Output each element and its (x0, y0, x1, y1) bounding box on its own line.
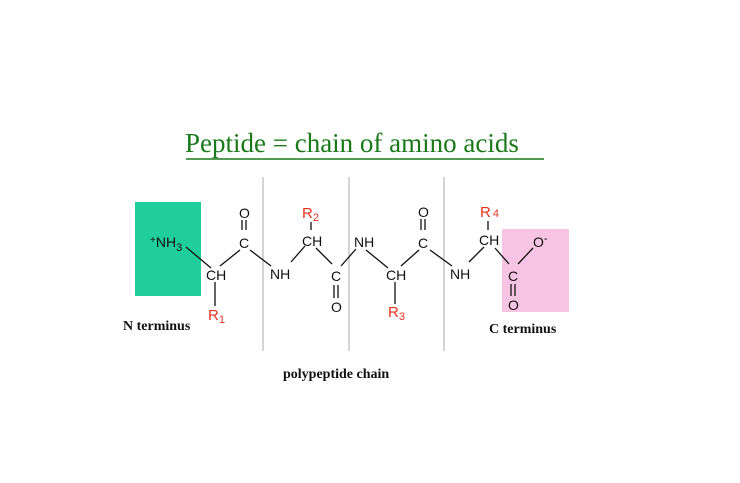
carbonyl-carbon-1: C (239, 235, 249, 251)
c-terminus-label: C terminus (489, 322, 557, 337)
carbonyl-carbon-3: C (418, 235, 428, 251)
svg-text:O-: O- (533, 233, 548, 250)
n-terminal-amine: +NH3 (150, 234, 182, 254)
alpha-carbon-3: CH (386, 267, 406, 283)
c-terminus-highlight (502, 229, 569, 312)
alpha-carbon-4: CH (479, 232, 499, 248)
c-terminal-carboxylate: O- (533, 233, 548, 250)
bonds (185, 219, 534, 306)
negative-charge: - (544, 233, 548, 245)
carbonyl-carbon-2: C (331, 268, 341, 284)
residue-2: NH CH R2 C O (270, 205, 342, 315)
alpha-carbon-1: CH (206, 267, 226, 283)
alpha-carbon-2: CH (302, 233, 322, 249)
r-group-3: R3 (388, 304, 405, 323)
r-group-1: R1 (208, 307, 225, 326)
carbonyl-oxygen-3: O (418, 204, 429, 220)
n-terminus-highlight (135, 202, 201, 296)
carboxyl-oxygen: O (508, 297, 519, 313)
diagram-title: Peptide = chain of amino acids (185, 128, 519, 158)
residue-1: CH R1 C O (206, 205, 250, 326)
amide-nitrogen-2: NH (270, 266, 290, 282)
carboxyl-carbon: C (508, 268, 518, 284)
amide-nitrogen-3: NH (354, 234, 374, 250)
r-group-2: R2 (302, 205, 319, 224)
polypeptide-chain-label: polypeptide chain (283, 367, 389, 382)
positive-charge: + (150, 235, 156, 246)
n-terminus-label: N terminus (123, 319, 191, 334)
carbonyl-oxygen-1: O (239, 205, 250, 221)
carbonyl-oxygen-2: O (331, 299, 342, 315)
amide-nitrogen-4: NH (450, 266, 470, 282)
residue-3: NH CH R3 C O (354, 204, 429, 323)
svg-text:+NH3: +NH3 (150, 234, 182, 254)
